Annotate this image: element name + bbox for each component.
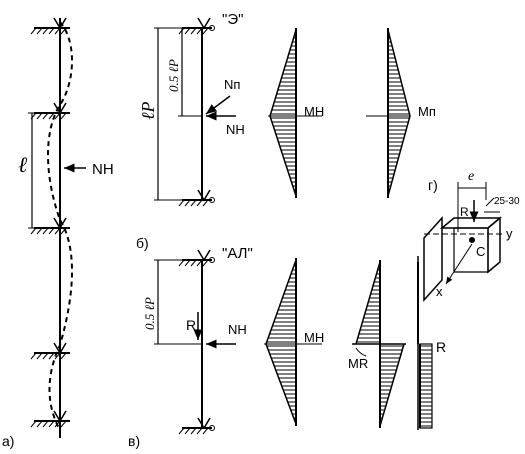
e-label: e <box>468 169 474 184</box>
half-lp-label-v: 0.5 ℓP <box>142 297 157 330</box>
bracket-top <box>439 217 503 229</box>
panel-label-v: в) <box>128 433 140 449</box>
tag-e: "Э" <box>222 11 243 28</box>
span-label-l: ℓ <box>18 152 28 177</box>
support-a-2 <box>30 102 70 120</box>
moment-mp-b <box>366 28 411 198</box>
buckled-shape <box>47 21 73 431</box>
r-label-v: R <box>186 317 196 333</box>
half-lp-label-b: 0.5 ℓP <box>166 59 181 92</box>
y-label: y <box>506 226 513 241</box>
panel-v <box>154 249 236 435</box>
np-label: Nп <box>224 77 240 92</box>
nh-label-b: NH <box>226 122 245 137</box>
moment-mh-b <box>268 28 322 198</box>
support-a-1 <box>30 17 70 35</box>
mh-label-b: MH <box>304 104 324 119</box>
moment-mr-v <box>352 260 406 428</box>
panel-label-a: а) <box>2 433 14 449</box>
support-a-3 <box>30 217 70 235</box>
mp-label-b: Mп <box>418 104 436 119</box>
nh-label-v: NH <box>228 322 247 337</box>
point-c <box>469 237 475 243</box>
panel-a <box>28 17 86 438</box>
mr-label: MR <box>348 356 368 371</box>
support-v-bottom <box>178 417 215 435</box>
c-label: C <box>476 244 485 259</box>
x-axis <box>445 243 473 285</box>
moment-mh-v <box>264 258 322 426</box>
force-label-nh-a: NH <box>92 161 114 178</box>
support-a-4 <box>30 342 70 360</box>
axial-r-diagram <box>417 262 433 429</box>
r-label-detail: R <box>460 205 469 219</box>
lp-label: ℓP <box>138 102 158 121</box>
tag-al: "АЛ" <box>222 245 253 262</box>
x-label: x <box>436 284 443 299</box>
panel-label-g: г) <box>428 177 438 193</box>
r-label-axial: R <box>436 339 446 355</box>
support-a-5 <box>30 410 70 428</box>
np-arrow <box>205 95 231 115</box>
support-b-top <box>178 17 215 35</box>
column-plate <box>423 216 443 302</box>
mh-label-v: MH <box>304 330 324 345</box>
support-v-top <box>178 249 215 267</box>
support-b-bottom <box>178 189 215 207</box>
panel-b <box>154 17 236 207</box>
dim-25-30: 25-30 <box>494 196 520 207</box>
panel-g-detail <box>417 182 504 430</box>
panel-label-b: б) <box>136 235 149 251</box>
